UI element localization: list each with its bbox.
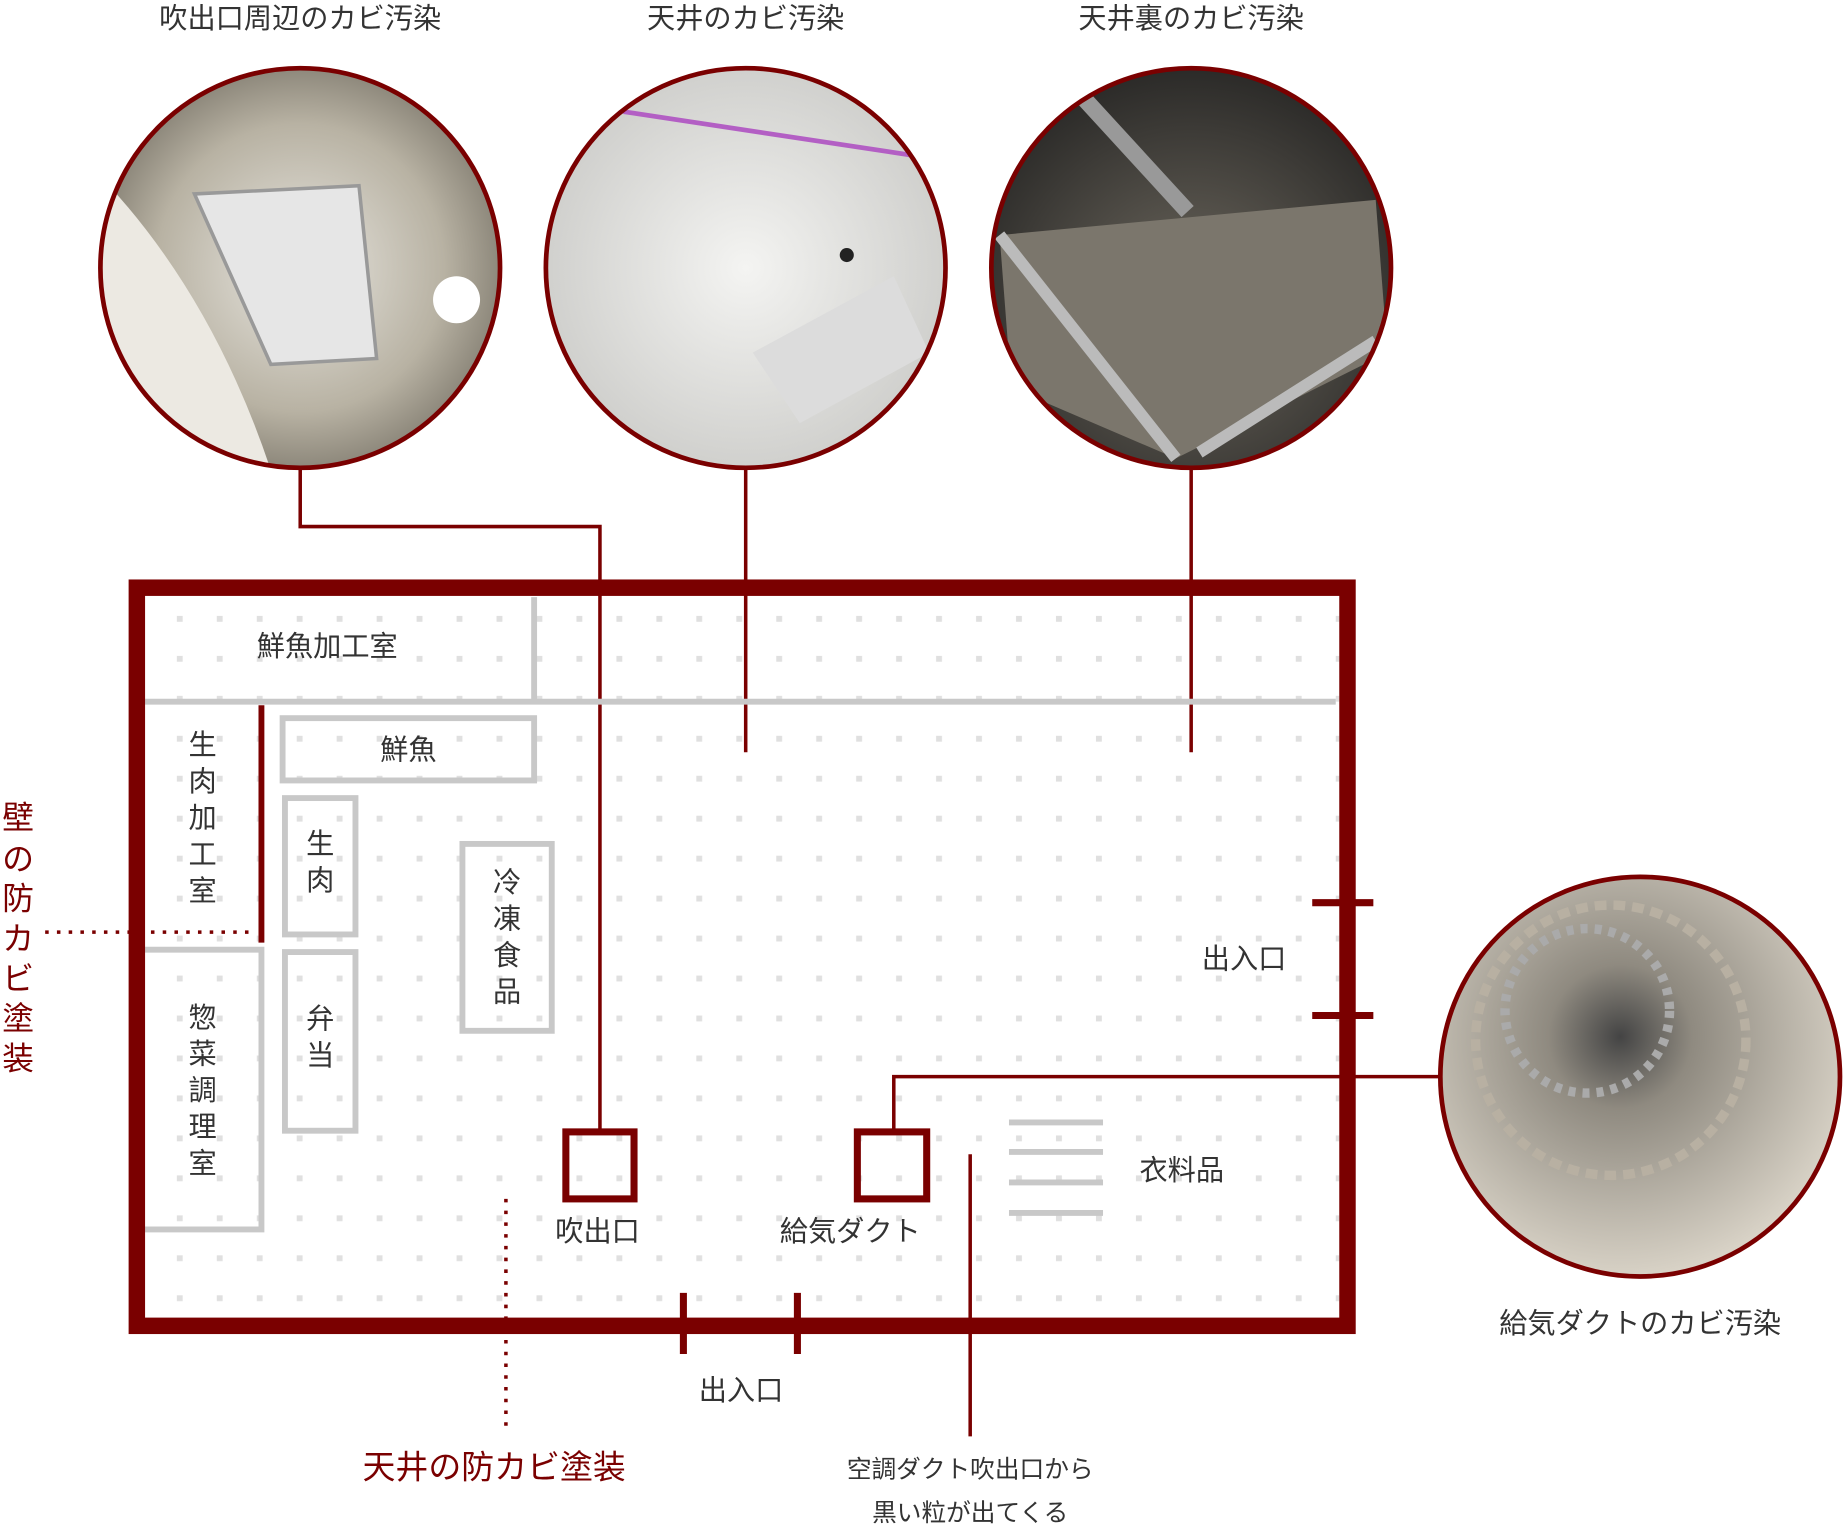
shelf-meat: [282, 795, 359, 938]
svg-text:理: 理: [189, 1111, 217, 1144]
outer-wall: [128, 579, 1356, 1335]
svg-text:凍: 凍: [493, 903, 521, 936]
svg-text:肉: 肉: [306, 864, 334, 897]
photo-title-vent: 吹出口周辺のカビ汚染: [159, 2, 441, 35]
supply-duct-label: 給気ダクト: [780, 1215, 921, 1248]
svg-text:塗: 塗: [2, 1002, 34, 1038]
supply-duct-box: [853, 1128, 931, 1203]
shelf-fish-label: 鮮魚: [380, 733, 436, 766]
clothing-label: 衣料品: [1139, 1154, 1224, 1187]
svg-text:惣: 惣: [189, 1001, 217, 1034]
ceiling-coating-label: 天井の防カビ塗装: [363, 1448, 626, 1487]
svg-text:防: 防: [2, 882, 34, 918]
svg-text:の: の: [2, 842, 34, 878]
svg-text:菜: 菜: [189, 1038, 217, 1071]
wall-coating-label: 壁 の 防 カ ビ 塗 装: [2, 801, 34, 1078]
shelf-bento-label: 弁当: [306, 1002, 334, 1071]
above-ceiling-mold-photo: [988, 65, 1394, 471]
connector-vent: [298, 467, 602, 1131]
svg-text:加: 加: [189, 801, 217, 834]
shelf-frozen-label: 冷凍 食品: [493, 866, 521, 1008]
shelf-meat-label: 生肉: [306, 827, 334, 896]
outlet-label: 吹出口: [555, 1215, 640, 1248]
outlet-box: [562, 1128, 638, 1203]
vent-mold-photo: [98, 65, 503, 471]
svg-text:工: 工: [189, 838, 217, 871]
svg-text:品: 品: [493, 975, 521, 1008]
room-deli: 惣菜 調理 室: [189, 1001, 217, 1180]
svg-text:カ: カ: [2, 922, 34, 958]
photo-title-duct: 給気ダクトのカビ汚染: [1499, 1307, 1781, 1340]
duct-mold-photo: [1437, 874, 1843, 1279]
svg-text:冷: 冷: [493, 866, 521, 899]
ceiling-mold-photo: [543, 65, 948, 471]
photo-title-above-ceiling: 天井裏のカビ汚染: [1078, 2, 1304, 35]
duct-note-line1: 空調ダクト吹出口から: [847, 1454, 1094, 1483]
svg-text:壁: 壁: [2, 801, 34, 837]
svg-text:弁: 弁: [306, 1002, 334, 1035]
connector-duct: [892, 1074, 1441, 1131]
svg-text:生: 生: [306, 827, 334, 860]
wall-deli-room: [145, 946, 265, 1233]
photo-title-ceiling: 天井のカビ汚染: [647, 2, 844, 35]
svg-text:生: 生: [189, 729, 217, 762]
svg-text:室: 室: [189, 1147, 217, 1180]
duct-note-line2: 黒い粒が出てくる: [872, 1498, 1068, 1527]
svg-text:当: 当: [306, 1039, 334, 1072]
svg-text:室: 室: [189, 874, 217, 907]
shelf-frozen: [459, 840, 555, 1034]
entrance-bottom-label: 出入口: [699, 1374, 784, 1407]
entrance-right-label: 出入口: [1202, 943, 1287, 976]
svg-text:ビ: ビ: [2, 962, 34, 998]
clothing-rack-icon: [1008, 1119, 1104, 1216]
shelf-bento: [282, 949, 359, 1134]
shelf-fish: [279, 715, 538, 784]
room-meat-processing: 生肉 加工 室: [189, 729, 217, 908]
svg-text:肉: 肉: [189, 765, 217, 798]
svg-text:装: 装: [2, 1042, 34, 1078]
svg-text:調: 調: [189, 1074, 217, 1107]
svg-text:食: 食: [493, 939, 521, 972]
room-fish-processing: 鮮魚加工室: [257, 630, 398, 663]
